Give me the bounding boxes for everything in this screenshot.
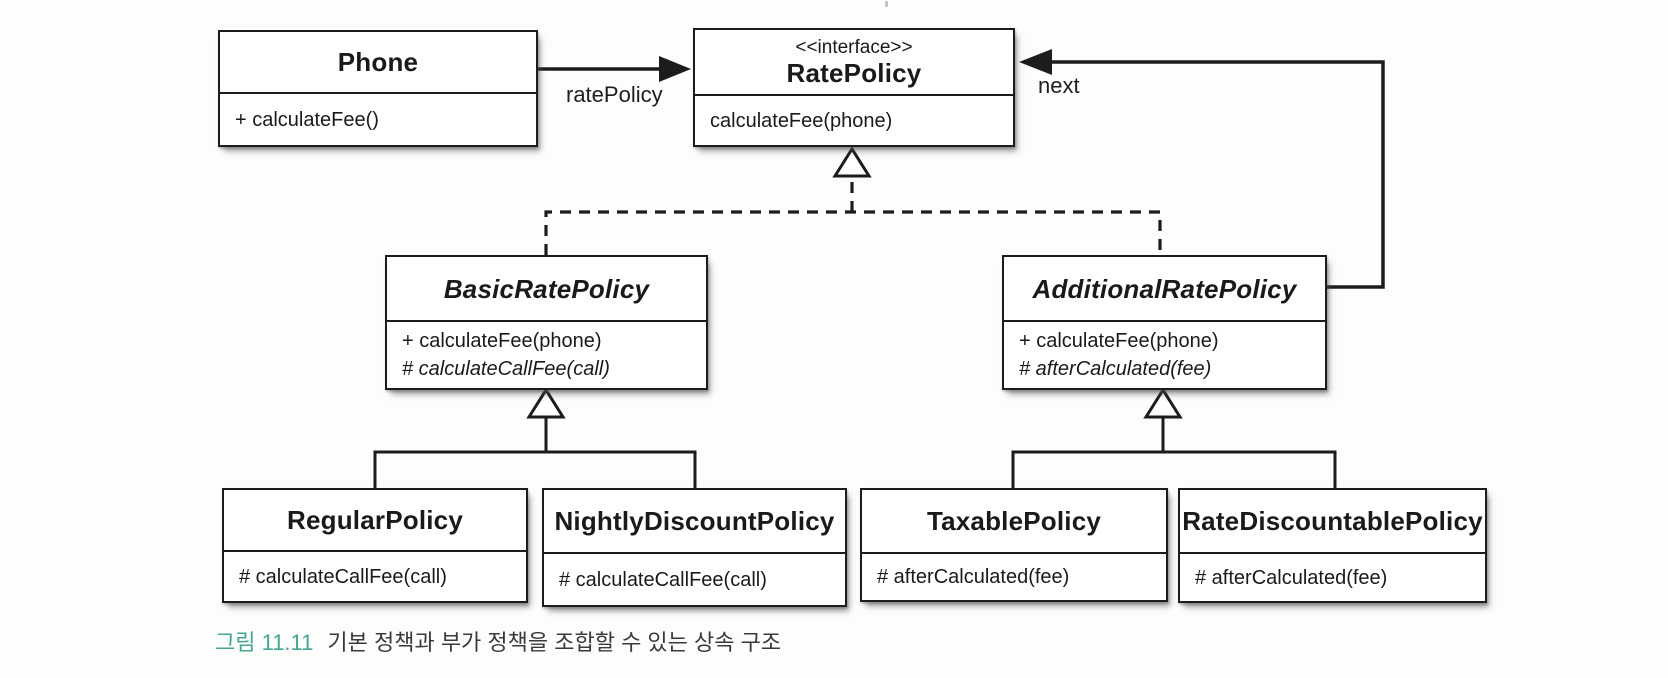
class-title-ratepolicy: <<interface>> RatePolicy bbox=[695, 30, 1013, 96]
class-members-taxablepolicy: # afterCalculated(fee) bbox=[862, 554, 1166, 600]
class-members-ratediscountablepolicy: # afterCalculated(fee) bbox=[1180, 554, 1485, 601]
generalization-right-lines bbox=[1011, 387, 1337, 488]
member-aftercalculated-abstract: # afterCalculated(fee) bbox=[1019, 358, 1212, 380]
class-title-nightlydiscountpolicy: NightlyDiscountPolicy bbox=[544, 490, 845, 554]
figure-number: 그림 11.11 bbox=[215, 630, 314, 655]
class-title-additionalratepolicy: AdditionalRatePolicy bbox=[1004, 257, 1325, 322]
edge-label-next: next bbox=[1038, 73, 1080, 98]
member-calculatecallfee: # calculateCallFee(call) bbox=[559, 568, 767, 591]
class-box-basicratepolicy: BasicRatePolicy + calculateFee(phone) # … bbox=[385, 255, 708, 390]
edge-label-ratepolicy: ratePolicy bbox=[566, 82, 663, 107]
class-box-ratediscountablepolicy: RateDiscountablePolicy # afterCalculated… bbox=[1178, 488, 1487, 603]
figure-caption-text: 기본 정책과 부가 정책을 조합할 수 있는 상속 구조 bbox=[327, 630, 782, 655]
interface-stereotype: <<interface>> bbox=[795, 37, 913, 58]
association-ratepolicy-arrow bbox=[538, 56, 691, 82]
member-calculatefee-phone: calculateFee(phone) bbox=[710, 109, 893, 132]
realization-dashed-lines bbox=[544, 146, 1162, 255]
class-box-taxablepolicy: TaxablePolicy # afterCalculated(fee) bbox=[860, 488, 1168, 602]
class-members-phone: + calculateFee() bbox=[220, 94, 536, 145]
class-title-regularpolicy: RegularPolicy bbox=[224, 490, 526, 552]
class-members-basicratepolicy: + calculateFee(phone) # calculateCallFee… bbox=[387, 322, 706, 388]
class-members-regularpolicy: # calculateCallFee(call) bbox=[224, 552, 526, 601]
class-members-ratepolicy: calculateFee(phone) bbox=[695, 96, 1013, 145]
realization-triangle-icon bbox=[832, 146, 872, 178]
generalization-left-triangle-icon bbox=[526, 387, 566, 419]
class-title-taxablepolicy: TaxablePolicy bbox=[862, 490, 1166, 554]
member-calculatecallfee-abstract: # calculateCallFee(call) bbox=[402, 358, 610, 380]
member-aftercalculated: # afterCalculated(fee) bbox=[877, 566, 1070, 588]
class-title-phone: Phone bbox=[220, 32, 536, 94]
generalization-right-triangle-icon bbox=[1143, 387, 1183, 419]
figure-caption: 그림 11.11 기본 정책과 부가 정책을 조합할 수 있는 상속 구조 bbox=[215, 629, 781, 657]
class-members-nightlydiscountpolicy: # calculateCallFee(call) bbox=[544, 554, 845, 605]
member-aftercalculated: # afterCalculated(fee) bbox=[1195, 566, 1388, 589]
scan-artifact bbox=[885, 1, 888, 7]
class-box-nightlydiscountpolicy: NightlyDiscountPolicy # calculateCallFee… bbox=[542, 488, 847, 607]
class-name-ratepolicy: RatePolicy bbox=[786, 58, 922, 88]
class-box-ratepolicy: <<interface>> RatePolicy calculateFee(ph… bbox=[693, 28, 1015, 147]
member-calculatefee-phone: + calculateFee(phone) bbox=[402, 330, 602, 352]
member-calculatefee-phone: + calculateFee(phone) bbox=[1019, 330, 1219, 352]
class-box-regularpolicy: RegularPolicy # calculateCallFee(call) bbox=[222, 488, 528, 603]
generalization-left-lines bbox=[373, 387, 697, 488]
class-box-phone: Phone + calculateFee() bbox=[218, 30, 538, 147]
class-members-additionalratepolicy: + calculateFee(phone) # afterCalculated(… bbox=[1004, 322, 1325, 388]
class-title-basicratepolicy: BasicRatePolicy bbox=[387, 257, 706, 322]
association-next-arrow bbox=[1019, 49, 1385, 289]
class-box-additionalratepolicy: AdditionalRatePolicy + calculateFee(phon… bbox=[1002, 255, 1327, 390]
member-calculatecallfee: # calculateCallFee(call) bbox=[239, 565, 447, 588]
member-calculatefee: + calculateFee() bbox=[235, 108, 379, 131]
class-title-ratediscountablepolicy: RateDiscountablePolicy bbox=[1180, 490, 1485, 554]
